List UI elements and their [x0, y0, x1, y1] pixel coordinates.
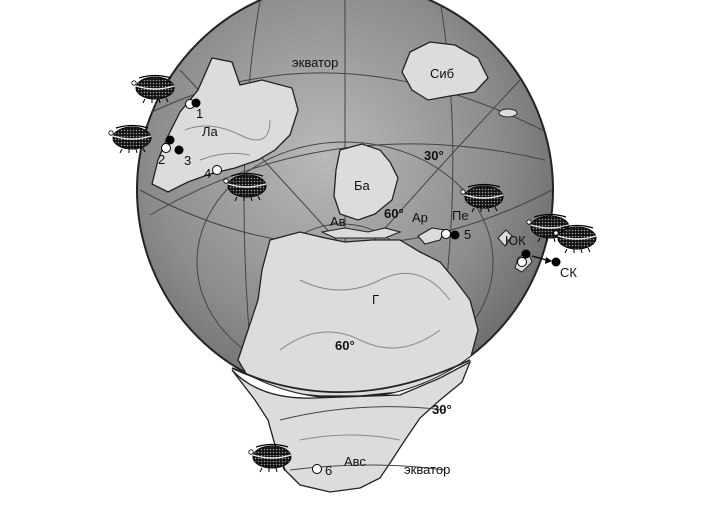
baltica-landmass	[333, 143, 399, 221]
site-number-6: 6	[325, 463, 332, 478]
site-markers	[161, 98, 561, 474]
baltica-label: Ба	[354, 178, 371, 193]
gondwana-label: Г	[372, 292, 379, 307]
lat60-label-bottom: 60°	[335, 338, 355, 353]
north-china-label: СК	[560, 265, 577, 280]
armorica-label: Ар	[412, 210, 428, 225]
avalonia-label: Ав	[330, 214, 346, 229]
australia-label: Авс	[344, 454, 366, 469]
equator-label: экватор	[292, 55, 338, 70]
site-number-1: 1	[196, 106, 203, 121]
lat30-label: 30°	[424, 148, 444, 163]
laurentia-label: Ла	[202, 124, 219, 139]
siberia-label: Сиб	[430, 66, 454, 81]
site-number-2: 2	[158, 152, 165, 167]
south-china-label: ЮК	[505, 233, 526, 248]
site-number-4: 4	[204, 166, 211, 181]
projection-lat30-label: 30°	[432, 402, 452, 417]
lat60-label-right: 60°	[384, 206, 404, 221]
site-number-5: 5	[464, 227, 471, 242]
gondwana-projection	[231, 359, 472, 493]
perunica-label: Пе	[452, 208, 469, 223]
site-number-3: 3	[184, 153, 191, 168]
avalonia-landmass	[320, 227, 402, 239]
projection-equator-label: экватор	[404, 462, 450, 477]
south-china-landmass	[497, 229, 513, 247]
siberia-landmass	[401, 41, 489, 101]
